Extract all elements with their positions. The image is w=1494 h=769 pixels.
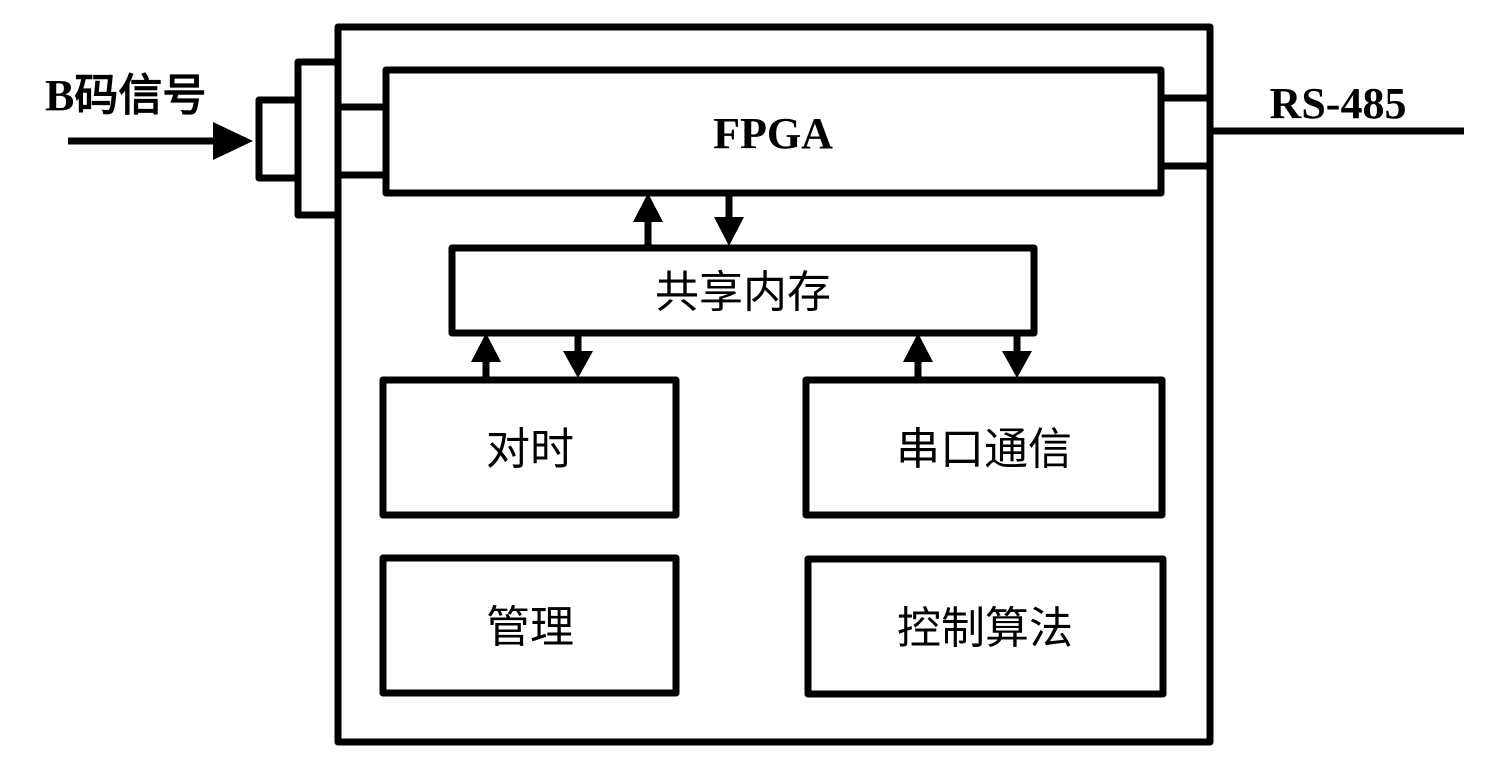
shared-memory-block <box>448 244 1038 337</box>
fpga-block <box>382 66 1165 197</box>
timing-to-mem-arrowhead-icon <box>471 333 501 362</box>
control-algorithm-label: 控制算法 <box>897 603 1073 654</box>
input-signal-label: B码信号 <box>45 71 206 120</box>
mem-to-timing-arrowhead-icon <box>563 351 593 378</box>
fpga-to-mem-arrowhead-icon <box>714 217 744 246</box>
management-label: 管理 <box>486 602 574 653</box>
serial-to-mem-arrowhead-icon <box>903 333 933 362</box>
input-arrowhead-icon <box>213 122 253 160</box>
output-signal-label: RS-485 <box>1270 79 1407 128</box>
serial-comm-label: 串口通信 <box>896 424 1072 475</box>
mem-to-fpga-arrowhead-icon <box>633 193 663 222</box>
fpga-label: FPGA <box>713 109 833 158</box>
input-connector-inner <box>255 96 302 182</box>
timing-block <box>379 376 680 519</box>
management-block <box>379 554 680 697</box>
mem-to-serial-arrowhead-icon <box>1002 351 1032 378</box>
control-algorithm-block <box>804 555 1167 698</box>
timing-label: 对时 <box>486 424 574 475</box>
shared-memory-label: 共享内存 <box>655 267 831 318</box>
serial-comm-block <box>802 376 1166 519</box>
input-connector-outer <box>294 58 342 219</box>
